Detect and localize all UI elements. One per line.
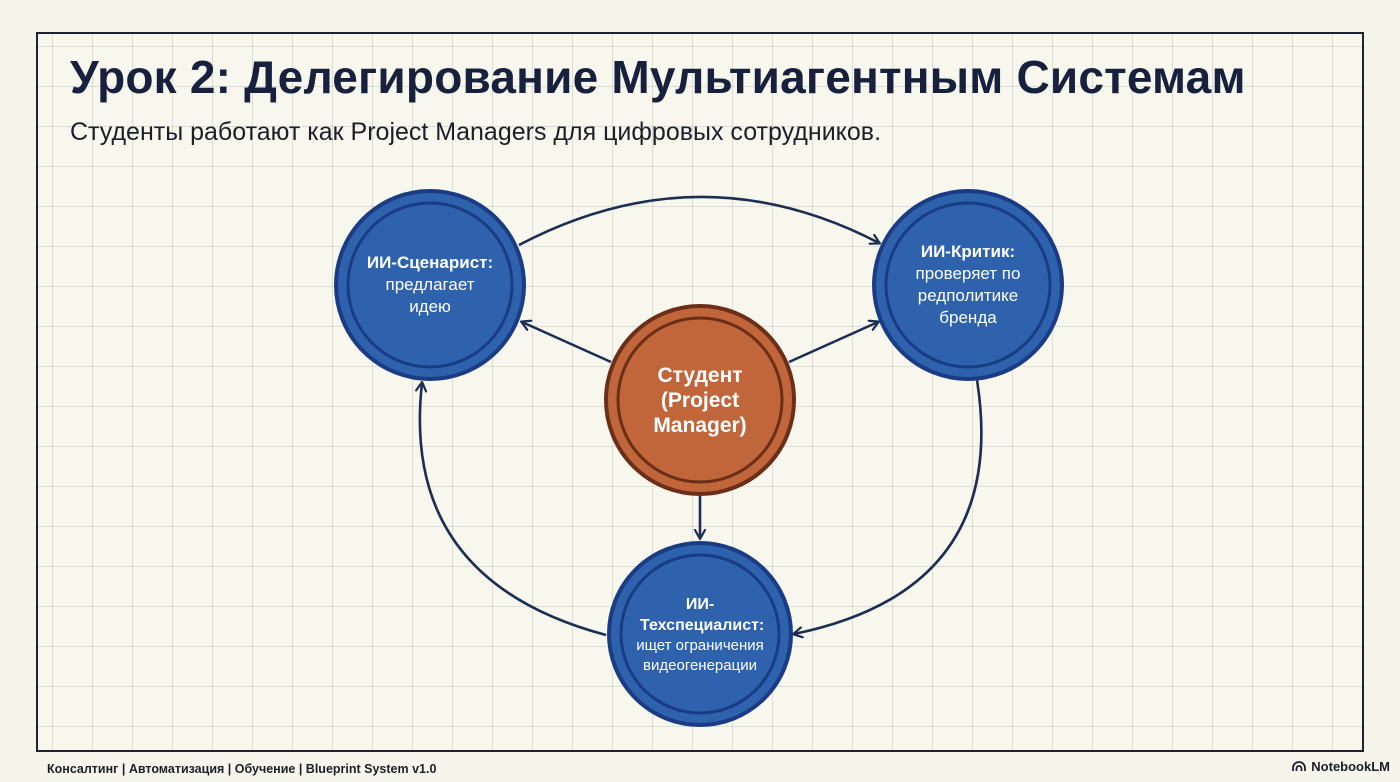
scenarist-node-circle (334, 189, 526, 381)
student-node: Студент (Project Manager) (630, 345, 770, 455)
slide-title: Урок 2: Делегирование Мультиагентным Сис… (70, 51, 1246, 103)
scenarist-node: ИИ-Сценарист: предлагает идею (355, 230, 505, 340)
tech-node-desc: ищет ограничения видеогенерации (636, 637, 764, 674)
student-node-title: Студент (Project Manager) (653, 363, 747, 437)
scenarist-node-title: ИИ-Сценарист: (366, 253, 494, 272)
critic-node-circle (872, 189, 1064, 381)
arrow-student-to-critic (788, 322, 878, 364)
tech-node-circle (607, 541, 793, 727)
critic-node-desc: проверяет по редполитике бренда (915, 264, 1021, 327)
slide-subtitle: Студенты работают как Project Managers д… (70, 118, 882, 146)
brand-name: NotebookLM (1311, 759, 1390, 774)
arrow-critic-to-tech (794, 379, 983, 634)
arrow-tech-to-scenarist (420, 383, 607, 637)
arrow-student-to-scenarist (522, 322, 612, 364)
critic-node-title: ИИ-Критик: (920, 242, 1016, 261)
scenarist-node-inner-ring (346, 201, 514, 369)
scenarist-node-desc: предлагает идею (385, 275, 475, 316)
student-node-circle (604, 304, 796, 496)
tech-node-title: ИИ-Техспециалист: (640, 596, 765, 634)
critic-node-inner-ring (884, 201, 1052, 369)
footer-text: Консалтинг | Автоматизация | Обучение | … (47, 762, 437, 776)
critic-node: ИИ-Критик: проверяет по редполитике брен… (893, 230, 1043, 340)
student-node-inner-ring (616, 316, 784, 484)
arrow-scenarist-to-critic (518, 195, 879, 247)
tech-node-inner-ring (619, 553, 781, 715)
brand-mark: NotebookLM (1292, 759, 1390, 774)
notebooklm-logo-icon (1292, 761, 1307, 771)
tech-node: ИИ-Техспециалист: ищет ограничения видео… (620, 575, 780, 695)
